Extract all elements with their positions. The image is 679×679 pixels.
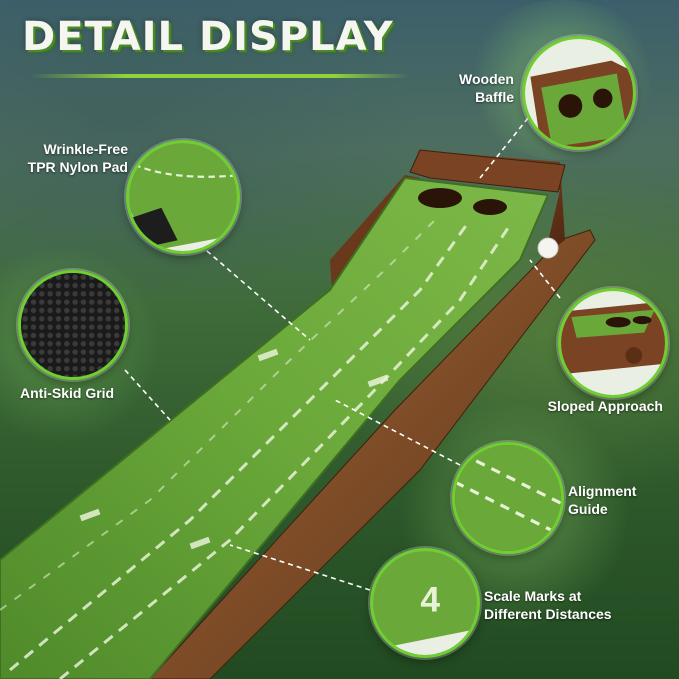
leader-alignment-guide: [334, 399, 461, 466]
leader-scale-marks: [229, 544, 371, 591]
sloped-approach-closeup-icon: [561, 291, 665, 395]
callout-anti-skid-grid: [18, 270, 128, 380]
callout-tpr-pad: [126, 140, 240, 254]
callout-alignment-guide: [452, 442, 564, 554]
callout-wooden-baffle: [522, 36, 636, 150]
anti-skid-grid-closeup-icon: [21, 273, 125, 377]
wooden-baffle-closeup-icon: [525, 39, 633, 147]
turf-surface: [0, 176, 550, 679]
cup-hole-left: [418, 188, 462, 208]
callout-sloped-approach: [558, 288, 668, 398]
wooden-side-rail: [149, 229, 596, 679]
tpr-pad-closeup-icon: [129, 143, 237, 251]
leader-wooden-baffle: [479, 117, 529, 179]
golf-ball: [537, 237, 559, 259]
cup-hole-right: [473, 199, 507, 215]
leader-sloped-approach: [529, 259, 561, 299]
label-sloped-approach: Sloped Approach: [547, 398, 663, 414]
callout-scale-marks: 4: [370, 548, 480, 658]
title-underline: [30, 74, 410, 78]
leader-tpr-pad: [199, 244, 311, 341]
scale-marks-closeup-icon: 4: [373, 551, 477, 655]
page-title: DETAIL DISPLAY: [22, 14, 394, 60]
label-anti-skid-grid: Anti-Skid Grid: [20, 385, 115, 401]
scale-mark-digit: 4: [420, 580, 440, 619]
leader-anti-skid: [124, 369, 171, 421]
alignment-guide-closeup-icon: [455, 445, 561, 551]
